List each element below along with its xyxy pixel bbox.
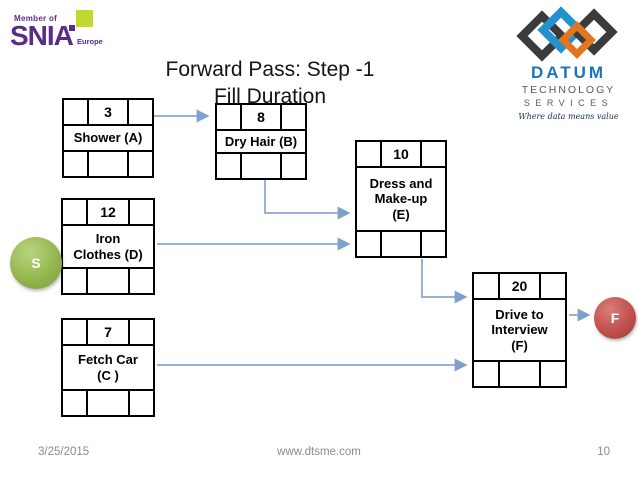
- start-node-label: S: [31, 255, 41, 271]
- duration-row: 20: [474, 274, 565, 300]
- early-finish-cell: [130, 320, 153, 344]
- early-start-cell: [474, 274, 498, 298]
- edge-e-to-f: [421, 259, 468, 304]
- late-start-cell: [63, 391, 86, 415]
- slide-title-line1: Forward Pass: Step -1: [165, 58, 375, 81]
- early-finish-cell: [422, 142, 445, 166]
- float-cell: [86, 152, 130, 176]
- activity-label: Fetch Car (C ): [78, 351, 138, 383]
- early-start-cell: [64, 100, 87, 124]
- float-cell: [239, 154, 283, 178]
- footer-date: 3/25/2015: [38, 446, 90, 458]
- duration-value: 12: [86, 200, 130, 224]
- duration-value: 20: [497, 274, 542, 298]
- slide-title: Forward Pass: Step -1 Fill Duration: [110, 56, 430, 110]
- float-cell: [497, 362, 542, 386]
- activity-node-iron-clothes-d: 12 Iron Clothes (D): [61, 198, 155, 295]
- duration-row: 12: [63, 200, 153, 226]
- activity-label: Iron Clothes (D): [73, 230, 143, 262]
- late-row: [217, 152, 305, 178]
- late-row: [63, 267, 153, 293]
- early-start-cell: [63, 200, 86, 224]
- slide-title-line2: Fill Duration: [213, 85, 327, 108]
- late-finish-cell: [422, 232, 445, 256]
- footer-website: www.dtsme.com: [277, 446, 361, 458]
- activity-node-shower-a: 3 Shower (A): [62, 98, 154, 178]
- edge-b-to-e: [264, 180, 351, 220]
- datum-diamonds-icon: [516, 6, 618, 62]
- datum-technology-text: TECHNOLOGY: [521, 84, 616, 96]
- duration-row: 7: [63, 320, 153, 346]
- datum-wordmark: DATUM: [530, 63, 607, 82]
- finish-node: F: [594, 297, 636, 339]
- float-cell: [86, 391, 130, 415]
- early-start-cell: [63, 320, 86, 344]
- late-finish-cell: [282, 154, 305, 178]
- early-finish-cell: [130, 200, 153, 224]
- duration-row: 10: [357, 142, 445, 168]
- late-finish-cell: [129, 152, 152, 176]
- datum-logo: DATUM TECHNOLOGY SERVICES Where data mea…: [506, 4, 631, 121]
- early-start-cell: [357, 142, 380, 166]
- slide-footer: 3/25/2015 www.dtsme.com 10: [0, 446, 638, 466]
- late-start-cell: [217, 154, 240, 178]
- float-cell: [86, 269, 130, 293]
- datum-tagline: Where data means value: [518, 112, 619, 121]
- duration-value: 8: [239, 105, 283, 129]
- finish-node-label: F: [610, 310, 620, 326]
- snia-purple-square-icon: [69, 25, 75, 31]
- activity-node-drive-interview-f: 20 Drive to Interview (F): [472, 272, 567, 388]
- snia-logo: Member of SNIA Europe: [8, 6, 118, 58]
- duration-value: 10: [379, 142, 423, 166]
- start-node: S: [10, 237, 62, 289]
- activity-label: Shower (A): [73, 130, 143, 146]
- late-finish-cell: [130, 269, 153, 293]
- duration-row: 8: [217, 105, 305, 131]
- snia-green-square-icon: [76, 10, 93, 27]
- float-cell: [379, 232, 423, 256]
- early-finish-cell: [541, 274, 565, 298]
- late-finish-cell: [130, 391, 153, 415]
- late-row: [357, 230, 445, 256]
- duration-value: 3: [86, 100, 130, 124]
- late-start-cell: [474, 362, 498, 386]
- snia-region-text: Europe: [77, 37, 103, 46]
- activity-label: Dress and Make-up (E): [369, 175, 433, 222]
- activity-node-dress-makeup-e: 10 Dress and Make-up (E): [355, 140, 447, 258]
- late-start-cell: [357, 232, 380, 256]
- datum-services-text: SERVICES: [523, 98, 614, 108]
- duration-value: 7: [86, 320, 130, 344]
- duration-row: 3: [64, 100, 152, 126]
- late-row: [474, 360, 565, 386]
- activity-node-dry-hair-b: 8 Dry Hair (B): [215, 103, 307, 180]
- activity-label: Dry Hair (B): [224, 133, 298, 149]
- snia-member-of-text: Member of: [14, 14, 58, 23]
- late-start-cell: [63, 269, 86, 293]
- activity-node-fetch-car-c: 7 Fetch Car (C ): [61, 318, 155, 417]
- late-row: [64, 150, 152, 176]
- late-finish-cell: [541, 362, 565, 386]
- snia-wordmark: SNIA: [10, 20, 74, 51]
- late-start-cell: [64, 152, 87, 176]
- activity-label: Drive to Interview (F): [491, 306, 548, 353]
- footer-page-number: 10: [597, 446, 610, 458]
- late-row: [63, 389, 153, 415]
